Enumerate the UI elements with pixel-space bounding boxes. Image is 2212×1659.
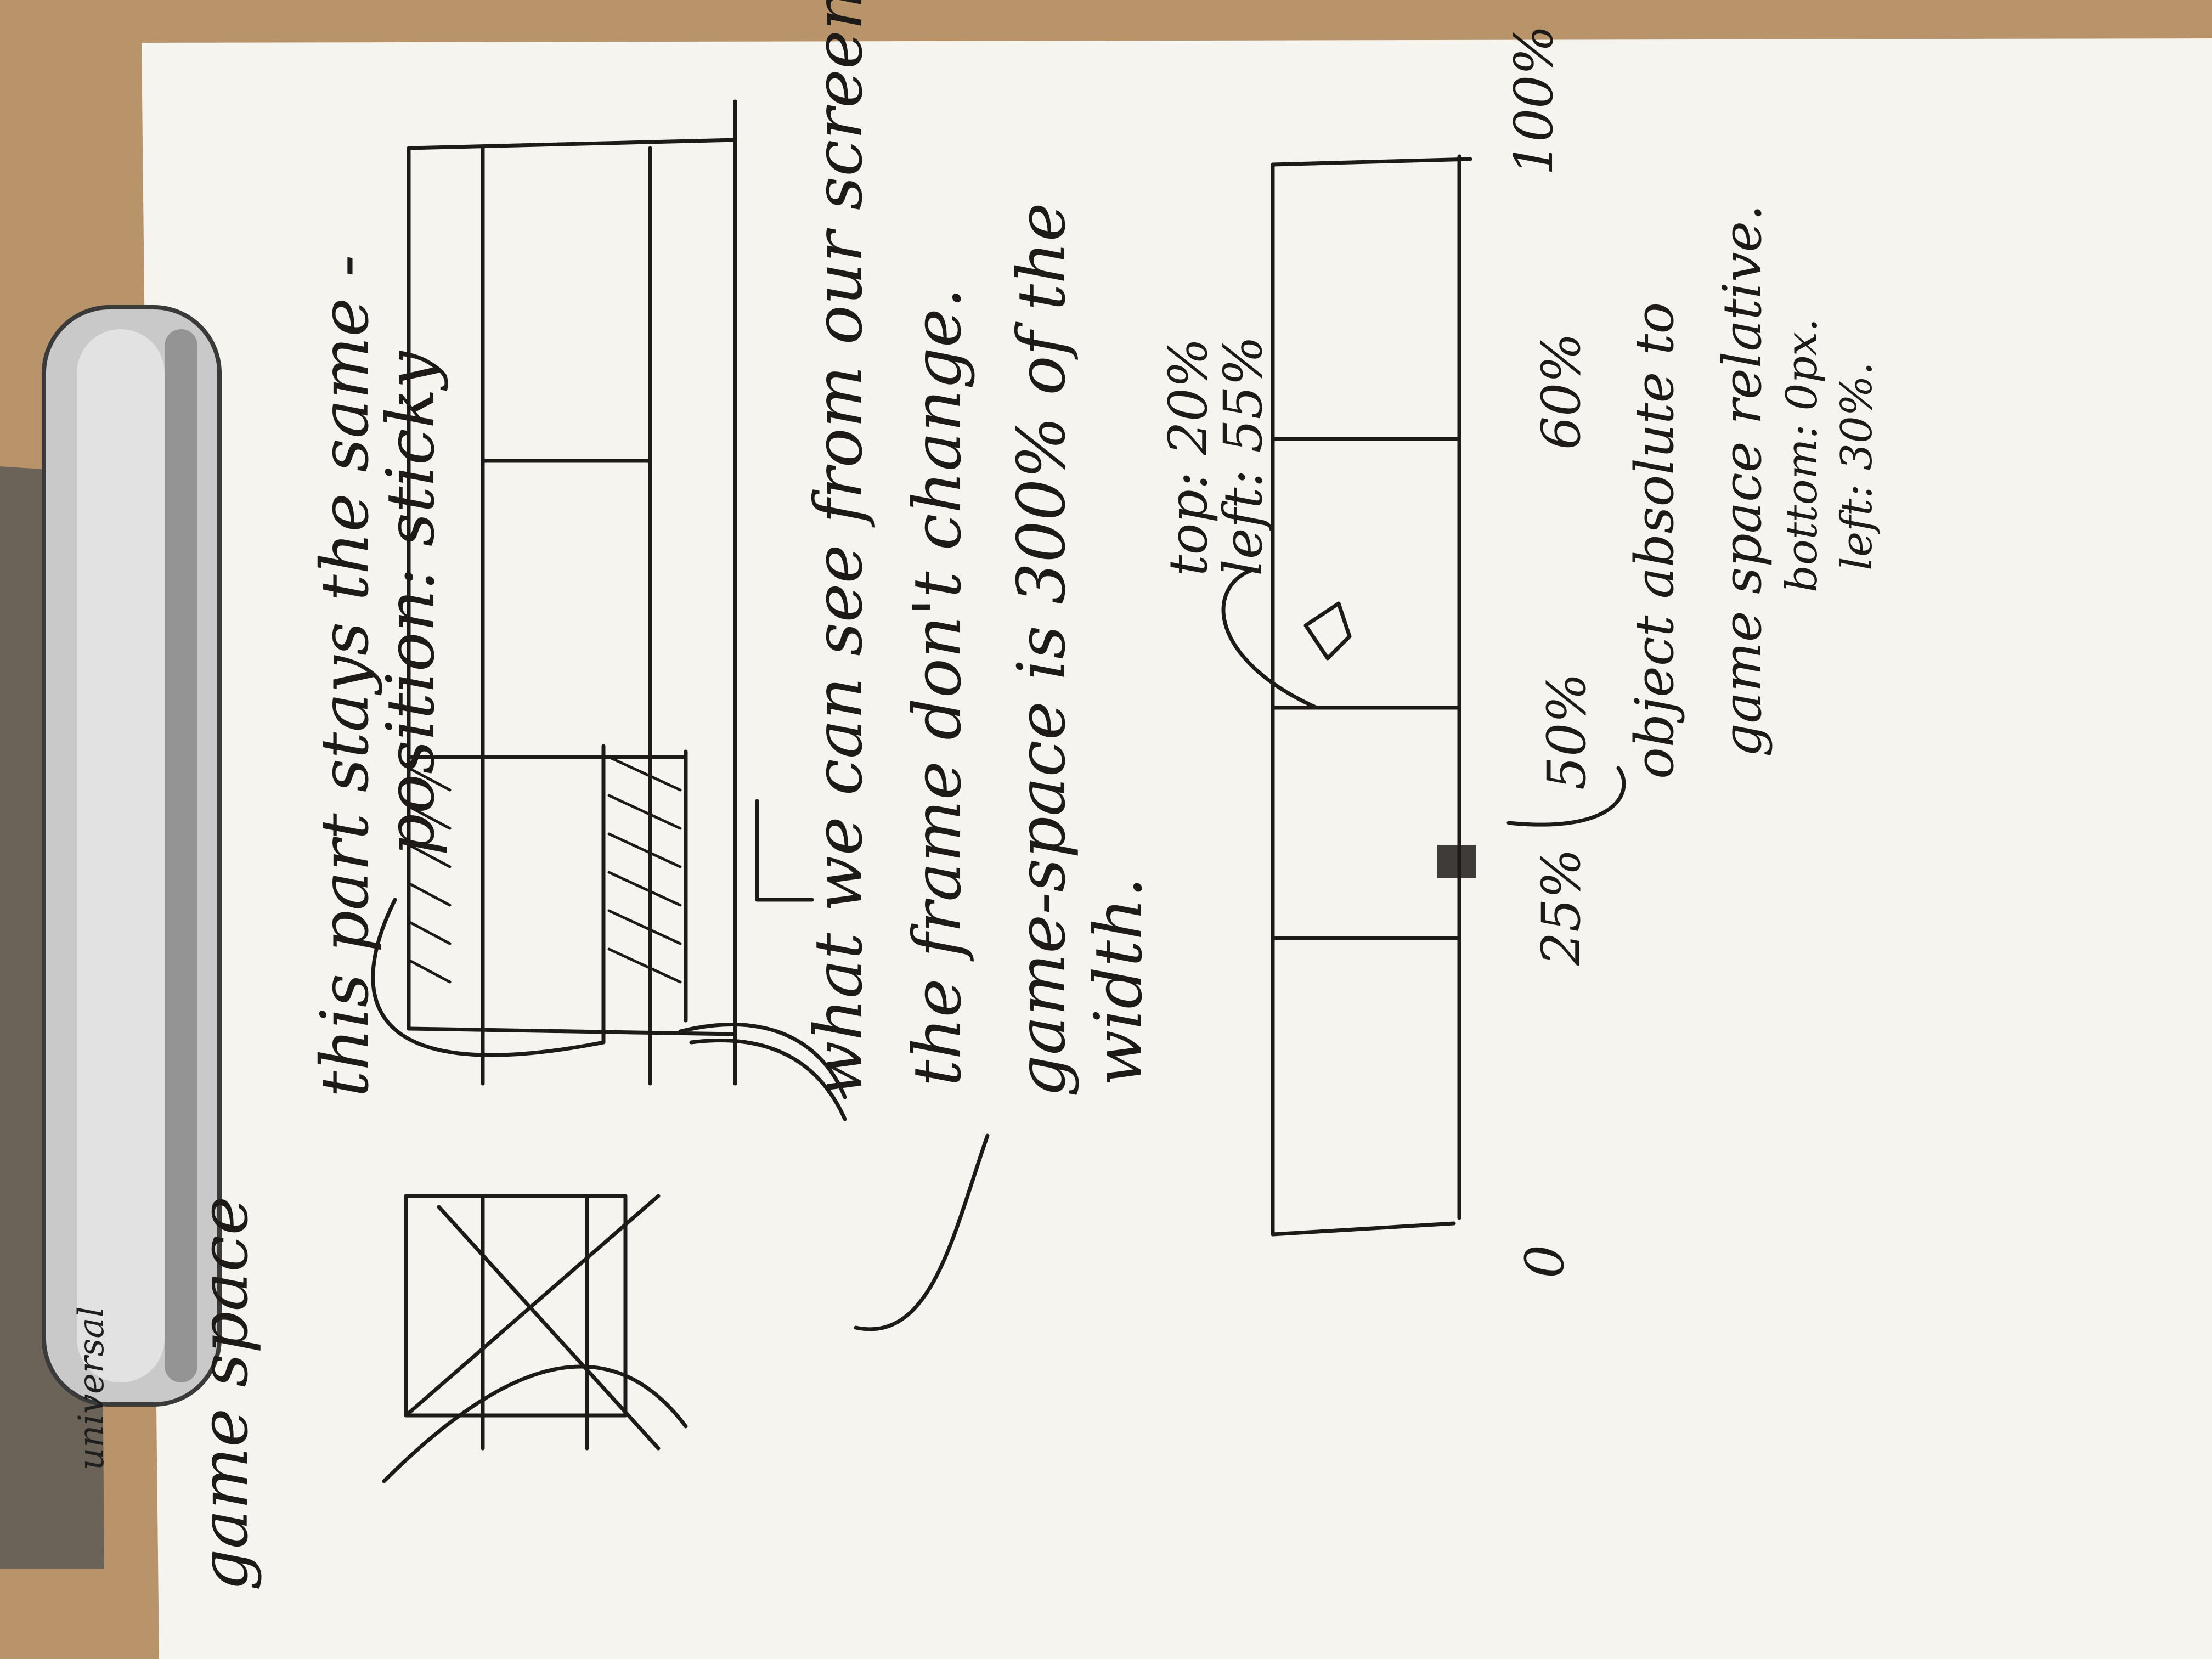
axis-label-50: 50% bbox=[1536, 673, 1598, 790]
note-frame-dont-change: the frame don't change. bbox=[900, 287, 976, 1086]
note-top-value: top: 20% bbox=[1158, 337, 1219, 576]
note-what-we-see: what we can see from our screen bbox=[801, 0, 877, 1097]
note-left-value: left: 55% bbox=[1212, 336, 1274, 576]
note-object-line1: object absolute to bbox=[1624, 302, 1685, 779]
clip-brand: universal bbox=[71, 1306, 112, 1470]
frame-diagram bbox=[371, 99, 990, 1331]
note-game-space-width-2: width. bbox=[1081, 877, 1157, 1086]
crossed-out-sketch bbox=[382, 1194, 688, 1483]
axis-label-100: 100% bbox=[1503, 25, 1565, 176]
axis-label-25: 25% bbox=[1531, 848, 1592, 966]
note-bottom-value: bottom: 0px. bbox=[1778, 318, 1827, 592]
game-space-diagram bbox=[1221, 154, 1626, 1237]
note-object-line2: game space relative. bbox=[1712, 204, 1773, 757]
axis-label-60: 60% bbox=[1531, 332, 1592, 450]
axis-label-0: 0 bbox=[1514, 1244, 1576, 1278]
hatched-object bbox=[1437, 845, 1476, 878]
note-left-value-2: left: 30%. bbox=[1832, 362, 1882, 571]
game-object-shape bbox=[1304, 601, 1352, 661]
note-sticky-line2: position: sticky bbox=[373, 351, 449, 856]
note-game-space-label: game space bbox=[187, 1196, 263, 1591]
note-sticky-line1: this part stays the same - bbox=[307, 255, 383, 1097]
paper-sheet bbox=[142, 38, 2212, 1659]
note-game-space-width-1: game-space is 300% of the bbox=[1004, 202, 1080, 1097]
